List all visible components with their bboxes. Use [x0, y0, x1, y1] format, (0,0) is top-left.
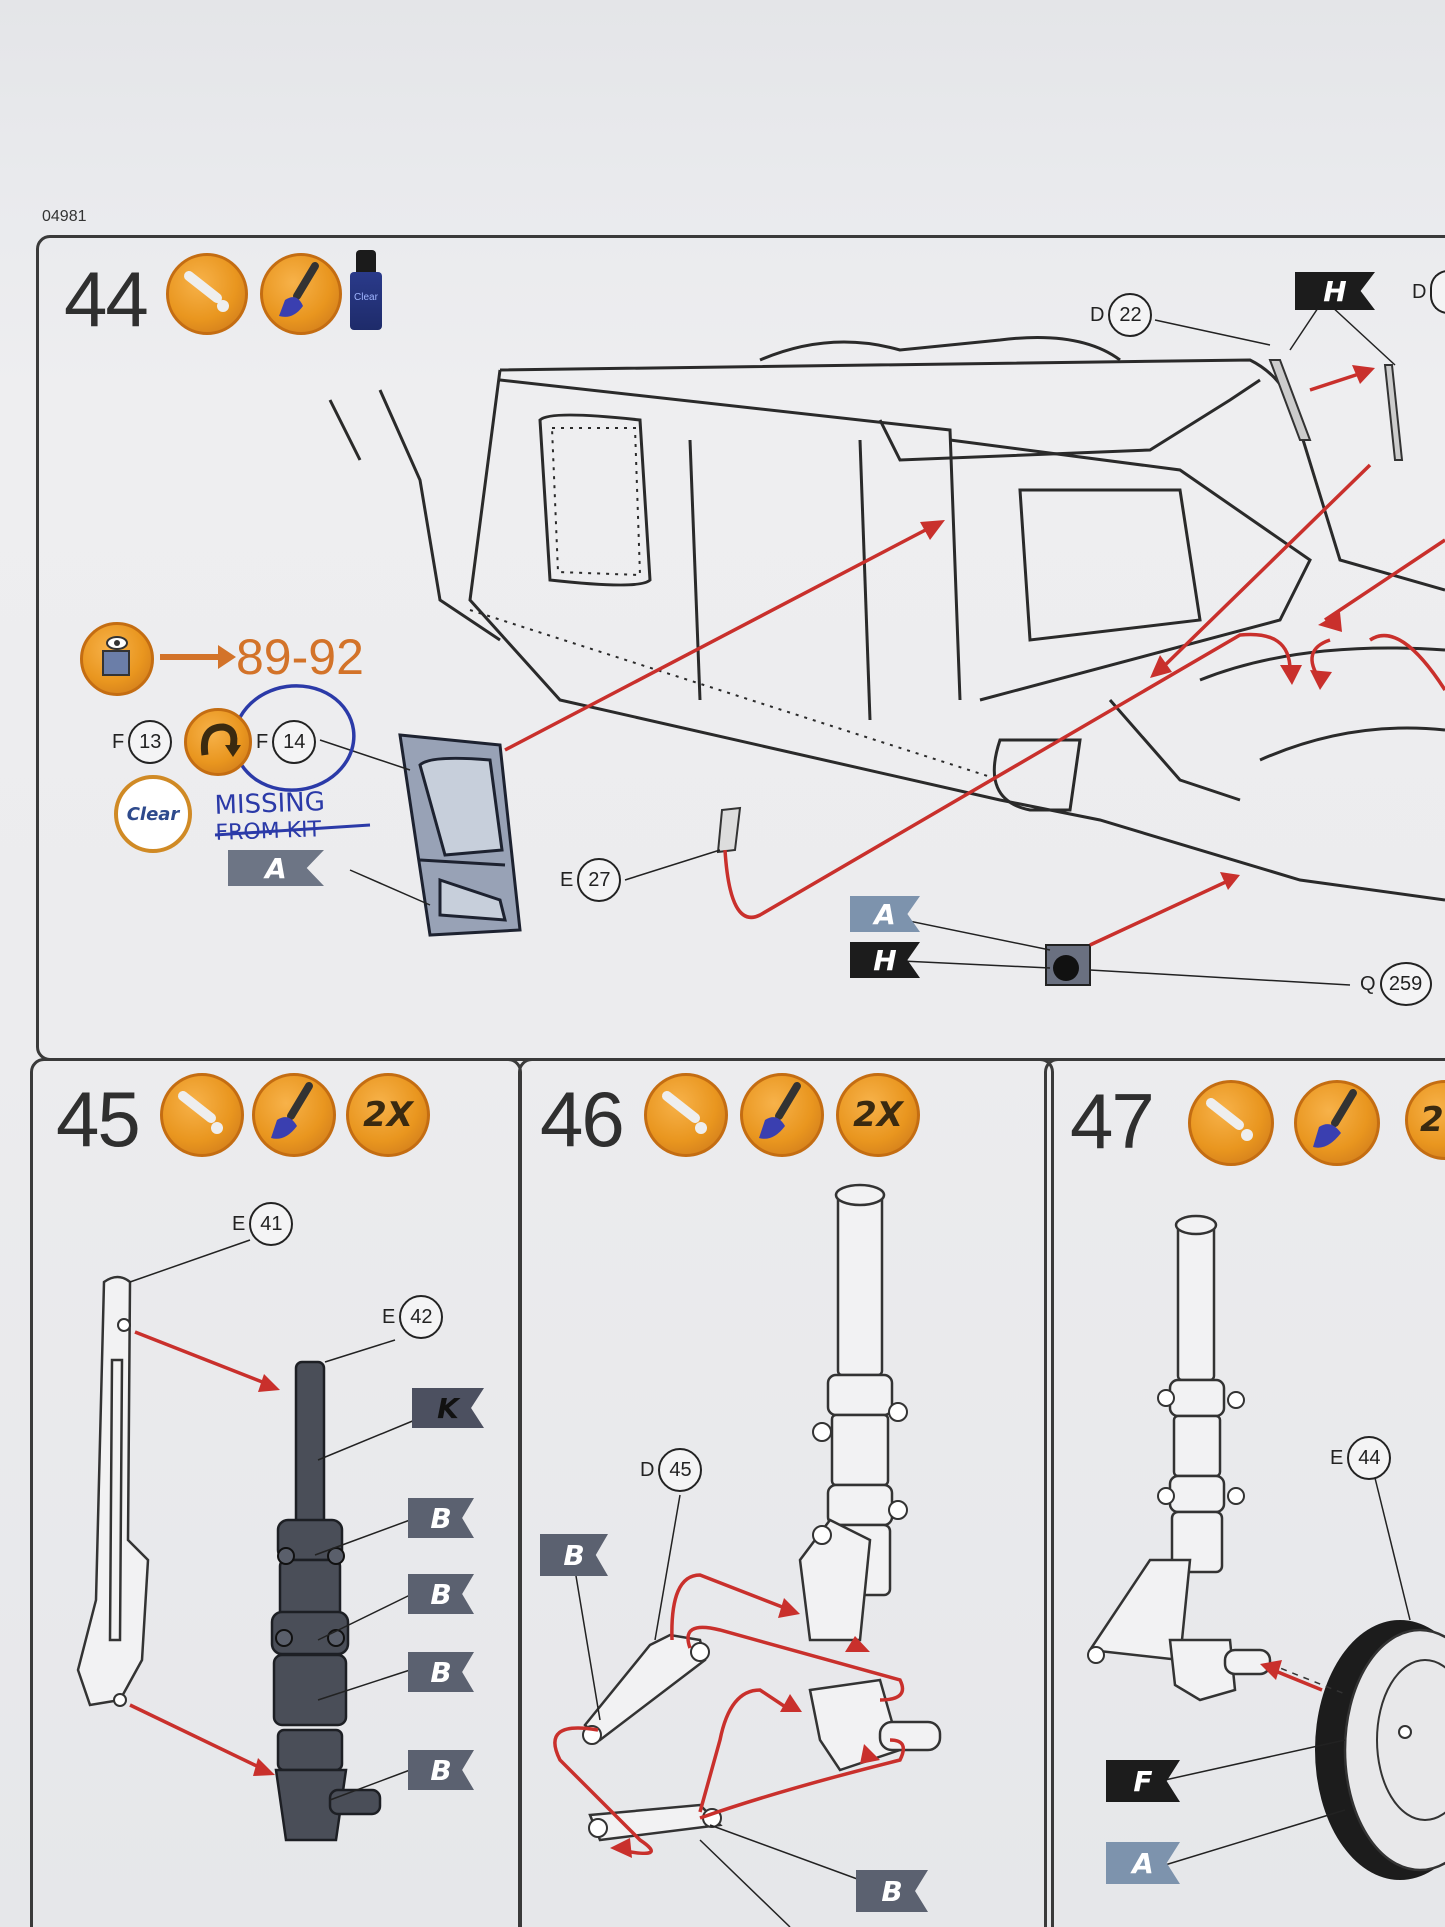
bottle-label: Clear [350, 272, 382, 330]
glue-icon [160, 1073, 244, 1157]
quantity-2x-label: 2 [1420, 1100, 1444, 1140]
step-47-panel [1044, 1058, 1445, 1927]
glue-icon [1188, 1080, 1274, 1166]
quantity-2x-icon: 2X [836, 1073, 920, 1157]
paint-brush-icon [740, 1073, 824, 1157]
step-46-number: 46 [540, 1075, 625, 1163]
color-flag-b: B [408, 1652, 474, 1692]
clear-badge: Clear [114, 775, 192, 853]
paint-brush-icon [1294, 1080, 1380, 1166]
glue-icon [166, 253, 248, 335]
color-flag-h: H [850, 942, 920, 978]
doc-number: 04981 [42, 208, 87, 225]
color-flag-f: F [1106, 1760, 1180, 1802]
quantity-2x-label: 2X [853, 1095, 903, 1135]
flip-over-icon [184, 708, 252, 776]
step-47-number: 47 [1070, 1077, 1155, 1165]
quantity-2x-label: 2X [363, 1095, 413, 1135]
step-46-panel [518, 1058, 1054, 1927]
glue-icon [644, 1073, 728, 1157]
paint-brush-icon [252, 1073, 336, 1157]
step-45-number: 45 [56, 1075, 141, 1163]
part-d-label: D [1412, 270, 1445, 314]
clear-paint-bottle-icon: Clear [350, 250, 382, 332]
step-44-number: 44 [64, 255, 149, 343]
paint-brush-icon [260, 253, 342, 335]
view-reference-icon [80, 622, 154, 696]
quantity-2x-icon: 2X [346, 1073, 430, 1157]
reference-steps: 89-92 [236, 629, 364, 685]
